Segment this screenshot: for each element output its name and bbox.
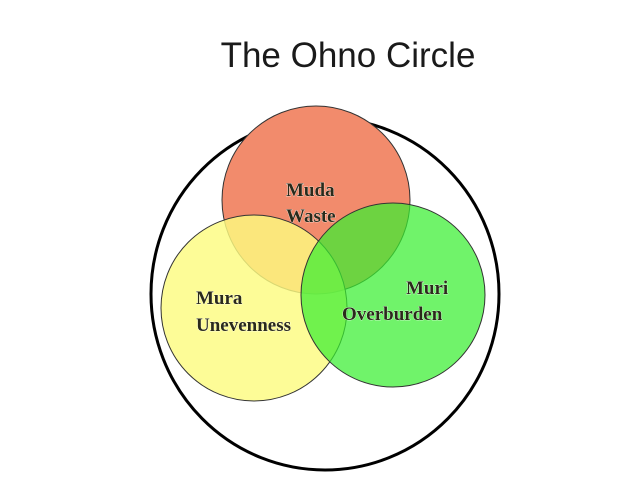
muri-sublabel: Overburden xyxy=(342,304,443,325)
muda-label: Muda xyxy=(286,180,335,201)
muda-sublabel: Waste xyxy=(286,206,336,227)
mura-label: Mura xyxy=(196,288,243,309)
muri-circle xyxy=(300,202,486,388)
muri-label: Muri xyxy=(406,278,448,299)
mura-sublabel: Unevenness xyxy=(196,315,291,336)
page-title: The Ohno Circle xyxy=(220,36,476,75)
